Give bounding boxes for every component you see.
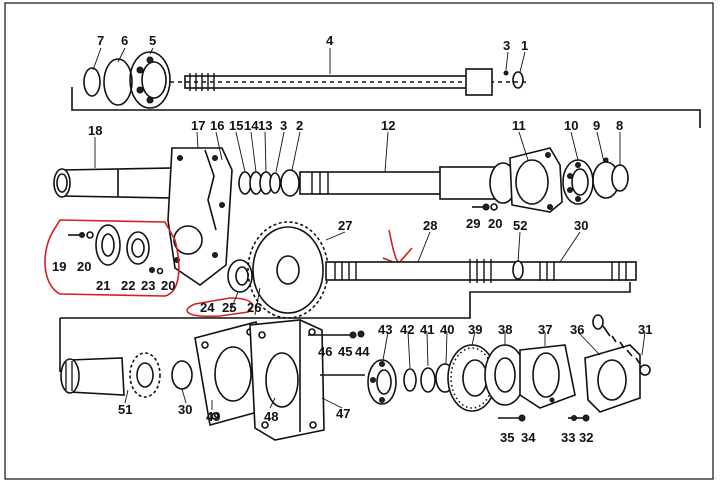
rings-40-42 <box>403 363 455 393</box>
label-34: 34 <box>521 430 536 445</box>
housing-17 <box>167 147 233 286</box>
label-15: 15 <box>229 118 243 133</box>
label-1: 1 <box>521 38 528 53</box>
label-51: 51 <box>118 402 132 417</box>
screw-29-washer-20 <box>472 203 498 211</box>
label-4: 4 <box>326 33 334 48</box>
label-20-b: 20 <box>161 278 175 293</box>
label-45: 45 <box>338 344 352 359</box>
bearing-10 <box>562 159 594 205</box>
shaft-28 <box>60 259 637 319</box>
cap-9-8 <box>592 157 629 199</box>
label-48: 48 <box>264 409 278 424</box>
ring-1 <box>512 71 524 89</box>
label-21: 21 <box>96 278 110 293</box>
label-35: 35 <box>500 430 514 445</box>
label-31: 31 <box>638 322 652 337</box>
label-24: 24 <box>200 300 215 315</box>
tube-18 <box>53 167 176 199</box>
red-annotation <box>44 219 413 318</box>
ring-6 <box>103 58 133 106</box>
label-46: 46 <box>318 344 332 359</box>
label-23: 23 <box>141 278 155 293</box>
cover-11 <box>509 147 563 213</box>
label-9: 9 <box>593 118 600 133</box>
label-25: 25 <box>222 300 236 315</box>
label-20-a: 20 <box>77 259 91 274</box>
bearing-43 <box>367 359 397 405</box>
label-30-top: 30 <box>574 218 588 233</box>
label-30-low: 30 <box>178 402 192 417</box>
cap-36 <box>584 344 641 413</box>
label-11: 11 <box>512 118 526 133</box>
diagram-frame <box>4 2 714 480</box>
part-labels: 7 6 5 4 3 1 18 17 16 15 14 13 3 2 12 11 … <box>52 33 652 445</box>
ring-50 <box>171 360 193 390</box>
plate-48-47 <box>249 319 325 441</box>
label-33: 33 <box>561 430 575 445</box>
label-3-mid: 3 <box>280 118 287 133</box>
label-43: 43 <box>378 322 392 337</box>
label-42: 42 <box>400 322 414 337</box>
label-27: 27 <box>338 218 352 233</box>
part-51 <box>59 318 161 398</box>
label-47: 47 <box>336 406 350 421</box>
ring-7 <box>83 67 101 97</box>
label-6: 6 <box>121 33 128 48</box>
label-16: 16 <box>210 118 224 133</box>
label-18: 18 <box>88 123 102 138</box>
label-2: 2 <box>296 118 303 133</box>
bearing-5 <box>129 51 171 109</box>
label-14: 14 <box>244 118 259 133</box>
label-17: 17 <box>191 118 205 133</box>
washers-13-16 <box>238 169 300 197</box>
label-8: 8 <box>616 118 623 133</box>
label-5: 5 <box>149 33 156 48</box>
label-39: 39 <box>468 322 482 337</box>
shaft-12 <box>299 162 517 204</box>
label-44: 44 <box>355 344 370 359</box>
shaft-4 <box>71 68 701 128</box>
housing-37 <box>519 344 576 409</box>
bolts-32-35 <box>498 414 590 422</box>
chain-31 <box>592 314 651 376</box>
leader-lines <box>92 47 646 410</box>
label-28: 28 <box>423 218 437 233</box>
label-26: 26 <box>247 300 261 315</box>
label-3-top: 3 <box>503 38 510 53</box>
pin-3-top <box>503 70 509 76</box>
parts-19-21 <box>68 224 164 275</box>
label-38: 38 <box>498 322 512 337</box>
label-7: 7 <box>97 33 104 48</box>
label-10: 10 <box>564 118 578 133</box>
label-13: 13 <box>258 118 272 133</box>
label-36: 36 <box>570 322 584 337</box>
label-41: 41 <box>420 322 434 337</box>
label-22: 22 <box>121 278 135 293</box>
label-29: 29 <box>466 216 480 231</box>
label-32: 32 <box>579 430 593 445</box>
label-12: 12 <box>381 118 395 133</box>
gear-27 <box>247 221 329 319</box>
label-40: 40 <box>440 322 454 337</box>
label-52: 52 <box>513 218 527 233</box>
cover-38 <box>484 344 526 406</box>
label-49: 49 <box>206 409 220 424</box>
label-37: 37 <box>538 322 552 337</box>
bolt-46 <box>308 330 365 339</box>
label-19: 19 <box>52 259 66 274</box>
label-20-c: 20 <box>488 216 502 231</box>
